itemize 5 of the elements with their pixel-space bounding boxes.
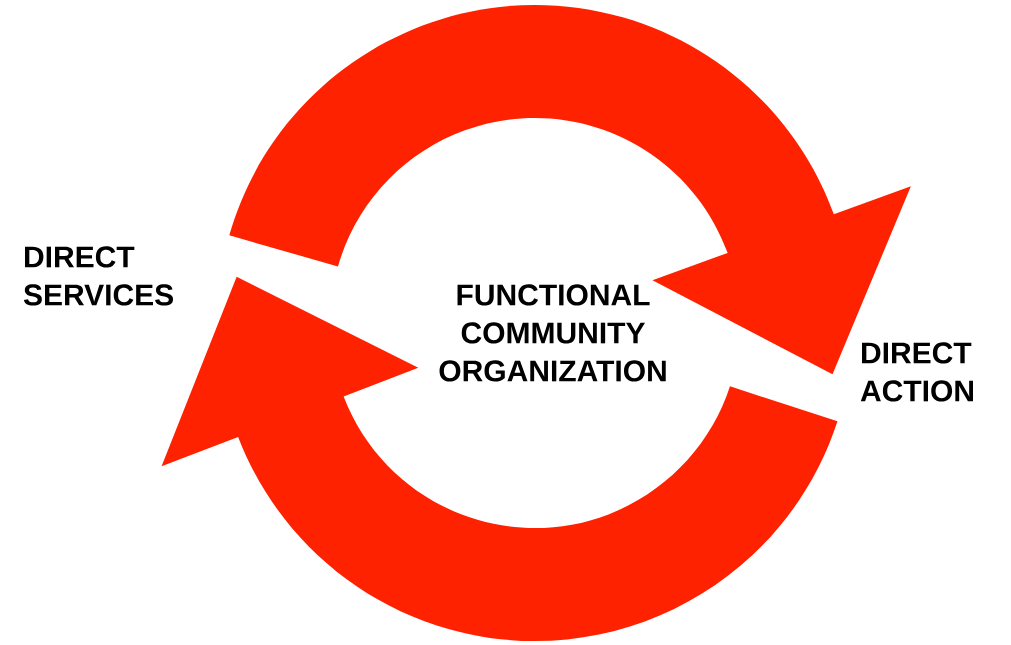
curved-arrow <box>229 4 911 375</box>
node-label: DIRECT SERVICES <box>23 246 173 306</box>
center-label: FUNCTIONAL COMMUNITY ORGANIZATION <box>439 284 666 382</box>
curved-arrow <box>161 276 838 641</box>
node-label: DIRECT ACTION <box>860 342 973 402</box>
